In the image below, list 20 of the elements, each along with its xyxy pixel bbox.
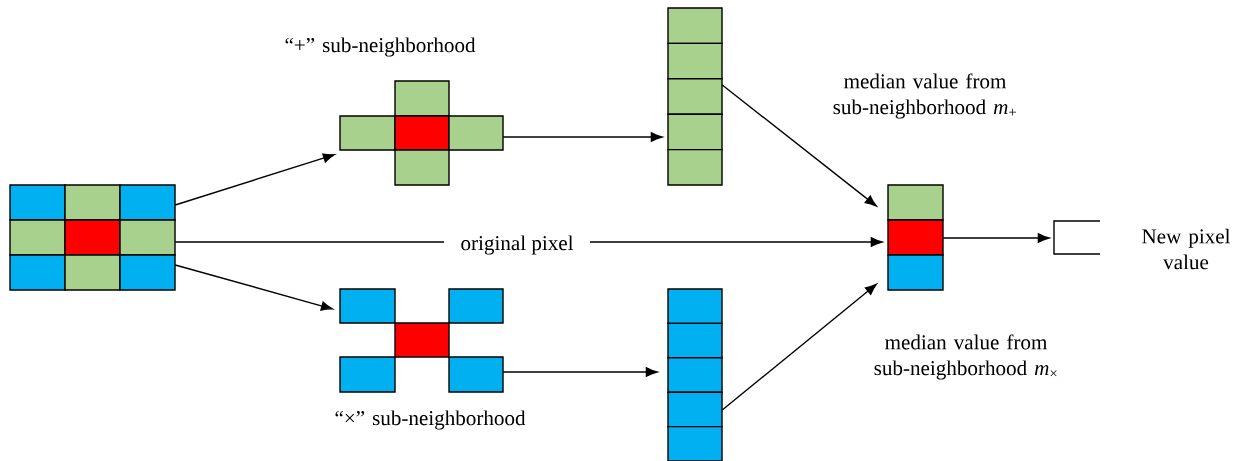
- arrow: [174, 264, 333, 311]
- pixel-column: [887, 184, 944, 291]
- cross-neighborhood: [339, 288, 504, 393]
- pixel-column: [667, 7, 723, 186]
- node-label: “×” sub-neighborhood: [335, 410, 526, 430]
- arrow: [174, 153, 335, 206]
- node-label: New pixel value: [1142, 228, 1231, 270]
- node-label: “+” sub-neighborhood: [285, 37, 476, 57]
- note: median value from sub-neighborhood m$_{+}$: [833, 73, 1016, 119]
- pixel-column: [667, 288, 723, 461]
- plus-neighborhood: [339, 80, 504, 186]
- note: median value from sub-neighborhood m$_{×}$: [874, 334, 1057, 380]
- arrow: [721, 84, 877, 207]
- arrow: [942, 233, 1050, 243]
- arrow: [502, 132, 663, 142]
- arrow: [721, 283, 877, 411]
- edge-label: original pixel: [444, 231, 590, 259]
- output-box: [1053, 220, 1101, 255]
- arrow: [502, 367, 658, 377]
- pixel-grid: [9, 184, 176, 291]
